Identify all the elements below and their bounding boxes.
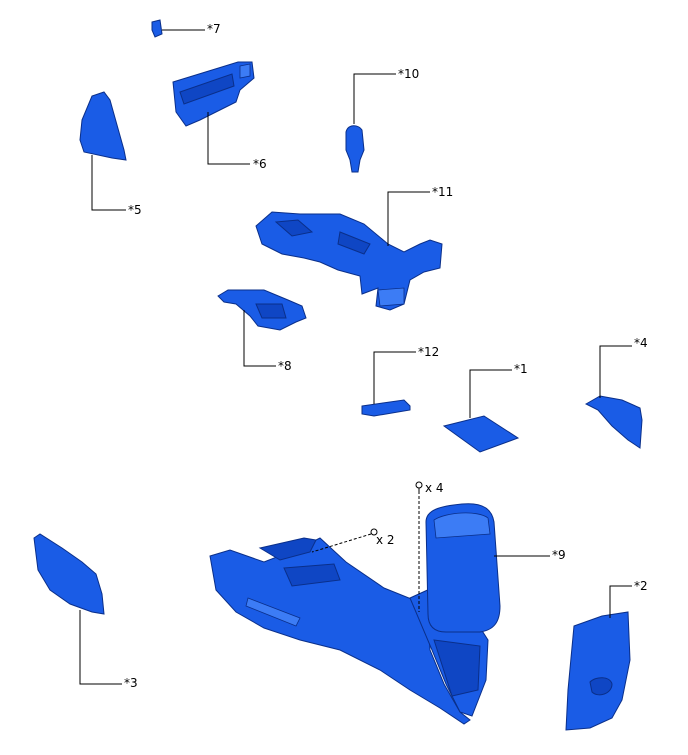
clip-quantity: x 2: [376, 533, 395, 547]
leader-11: [387, 191, 430, 246]
callout-10: *10: [398, 67, 419, 81]
callout-3: *3: [124, 676, 138, 690]
callout-11: *11: [432, 185, 453, 199]
leader-8: [243, 310, 276, 367]
callout-8: *8: [278, 359, 292, 373]
callout-2: *2: [634, 579, 648, 593]
part-6-switch-panel: [172, 61, 255, 127]
screw-quantity: x 4: [425, 481, 444, 495]
clip-icon: [370, 528, 378, 536]
part-10-shift-knob: [345, 125, 365, 173]
callout-12: *12: [418, 345, 439, 359]
clip-guide-line: [311, 533, 372, 553]
leader-1: [469, 369, 512, 418]
callout-7: *7: [207, 22, 221, 36]
leader-3: [79, 610, 122, 685]
part-11-console-upper-panel: [255, 211, 443, 311]
leader-5: [91, 155, 126, 211]
callout-9: *9: [552, 548, 566, 562]
part-2-rear-cover: [565, 611, 631, 731]
leader-2: [609, 585, 632, 618]
part-3-lower-side-panel: [33, 533, 105, 615]
callout-5: *5: [128, 203, 142, 217]
part-4-rear-side-piece: [584, 395, 643, 449]
part-7-clip: [151, 19, 163, 38]
callout-1: *1: [514, 362, 528, 376]
screw-icon: [415, 481, 423, 494]
part-9-armrest: [425, 503, 501, 633]
leader-4: [599, 345, 632, 398]
part-1-mat: [442, 415, 520, 453]
part-5-side-panel: [79, 91, 127, 161]
leader-6: [207, 112, 250, 165]
leader-10: [353, 73, 396, 124]
callout-4: *4: [634, 336, 648, 350]
leader-12: [373, 351, 416, 404]
part-12-small-plate: [361, 399, 411, 417]
part-8-cup-holder: [217, 289, 307, 331]
callout-6: *6: [253, 157, 267, 171]
